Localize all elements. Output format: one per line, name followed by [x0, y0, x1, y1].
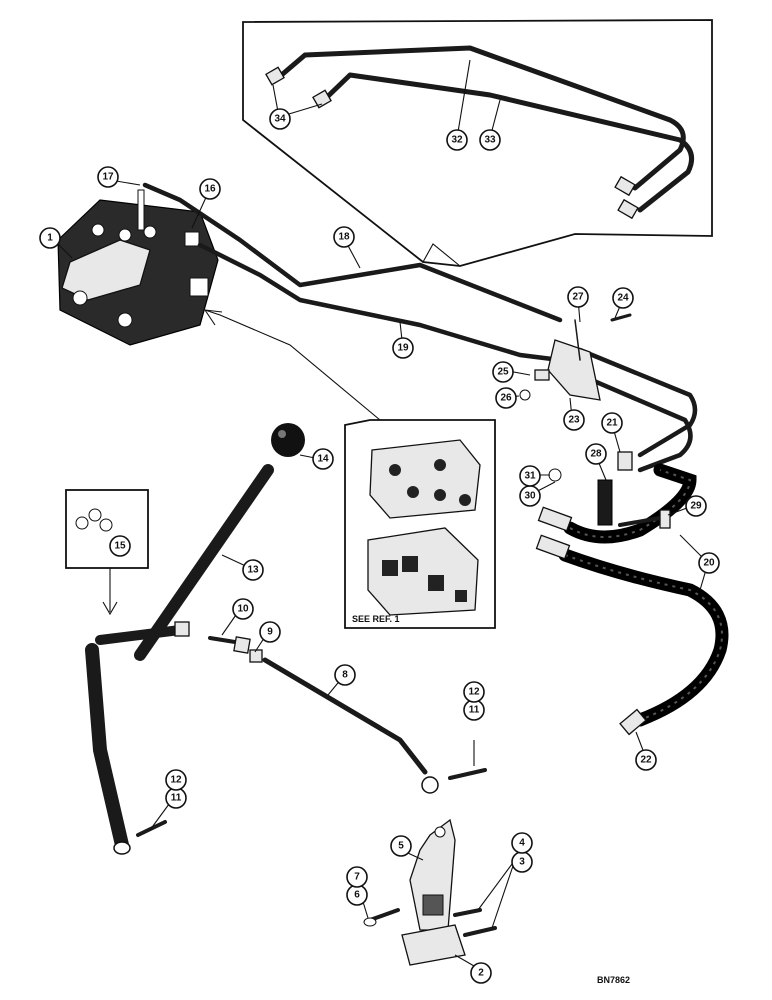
see-ref-label: SEE REF. 1 — [352, 614, 400, 624]
callout-24: 24 — [612, 287, 634, 309]
callout-5: 5 — [390, 835, 412, 857]
svg-text:8: 8 — [342, 670, 348, 681]
svg-text:31: 31 — [524, 471, 536, 482]
callout-11-lever: 11 — [165, 787, 187, 809]
valve-section-inset: SEE REF. 1 — [204, 309, 496, 629]
callout-23: 23 — [563, 409, 585, 431]
callout-13: 13 — [242, 559, 264, 581]
svg-text:12: 12 — [468, 687, 480, 698]
svg-text:1: 1 — [47, 233, 53, 244]
svg-text:25: 25 — [497, 367, 509, 378]
svg-text:12: 12 — [170, 775, 182, 786]
callout-34: 34 — [269, 108, 291, 130]
control-valve — [57, 189, 219, 346]
callout-14: 14 — [312, 448, 334, 470]
callout-19: 19 — [392, 337, 414, 359]
svg-text:33: 33 — [484, 135, 496, 146]
svg-text:5: 5 — [398, 841, 404, 852]
svg-text:6: 6 — [354, 890, 360, 901]
callout-18: 18 — [333, 226, 355, 248]
svg-text:7: 7 — [354, 872, 360, 883]
tube-bracket — [519, 313, 632, 401]
link-rod — [174, 621, 487, 794]
svg-text:17: 17 — [102, 172, 114, 183]
svg-text:3: 3 — [519, 857, 525, 868]
callout-33: 33 — [479, 129, 501, 151]
callout-22: 22 — [635, 749, 657, 771]
svg-text:29: 29 — [690, 501, 702, 512]
callout-17: 17 — [97, 166, 119, 188]
callout-32: 32 — [446, 129, 468, 151]
callout-12-lever: 12 — [165, 769, 187, 791]
callout-21: 21 — [601, 412, 623, 434]
callout-8: 8 — [334, 664, 356, 686]
svg-text:20: 20 — [703, 558, 715, 569]
svg-text:10: 10 — [237, 604, 249, 615]
callout-10: 10 — [232, 598, 254, 620]
svg-text:11: 11 — [469, 705, 480, 716]
hoses — [535, 451, 729, 736]
svg-text:30: 30 — [524, 491, 536, 502]
svg-text:34: 34 — [274, 114, 286, 125]
svg-text:26: 26 — [500, 393, 512, 404]
svg-text:13: 13 — [247, 565, 259, 576]
callout-12-link: 12 — [463, 681, 485, 703]
callout-3: 3 — [511, 851, 533, 873]
svg-text:19: 19 — [397, 343, 409, 354]
callout-27: 27 — [567, 286, 589, 308]
callout-2: 2 — [470, 962, 492, 984]
callout-28: 28 — [585, 443, 607, 465]
svg-text:15: 15 — [114, 541, 126, 552]
svg-text:2: 2 — [478, 968, 484, 979]
callout-9: 9 — [259, 621, 281, 643]
lever-bracket — [363, 818, 497, 966]
svg-text:21: 21 — [606, 418, 618, 429]
svg-text:4: 4 — [519, 838, 525, 849]
nut-inset-box — [65, 489, 149, 616]
svg-text:22: 22 — [640, 755, 652, 766]
svg-text:11: 11 — [171, 793, 182, 804]
callout-11-link: 11 — [463, 699, 485, 721]
svg-text:23: 23 — [568, 415, 580, 426]
svg-text:27: 27 — [572, 292, 584, 303]
svg-text:18: 18 — [338, 232, 350, 243]
callout-4: 4 — [511, 832, 533, 854]
callout-30: 30 — [519, 485, 541, 507]
svg-text:32: 32 — [451, 135, 463, 146]
callout-29: 29 — [685, 495, 707, 517]
callout-6: 6 — [346, 884, 368, 906]
callout-26: 26 — [495, 387, 517, 409]
callout-31: 31 — [519, 465, 541, 487]
callout-15: 15 — [109, 535, 131, 557]
svg-text:14: 14 — [317, 454, 329, 465]
tube-inset-box — [242, 19, 713, 267]
svg-text:24: 24 — [617, 293, 629, 304]
drawing-number: BN7862 — [597, 975, 630, 985]
valve-tubes — [142, 182, 698, 473]
svg-text:16: 16 — [204, 184, 216, 195]
callout-16: 16 — [199, 178, 221, 200]
callout-1: 1 — [39, 227, 61, 249]
callout-20: 20 — [698, 552, 720, 574]
svg-text:9: 9 — [267, 627, 273, 638]
control-lever — [85, 423, 305, 855]
svg-text:28: 28 — [590, 449, 602, 460]
callout-25: 25 — [492, 361, 514, 383]
callout-7: 7 — [346, 866, 368, 888]
